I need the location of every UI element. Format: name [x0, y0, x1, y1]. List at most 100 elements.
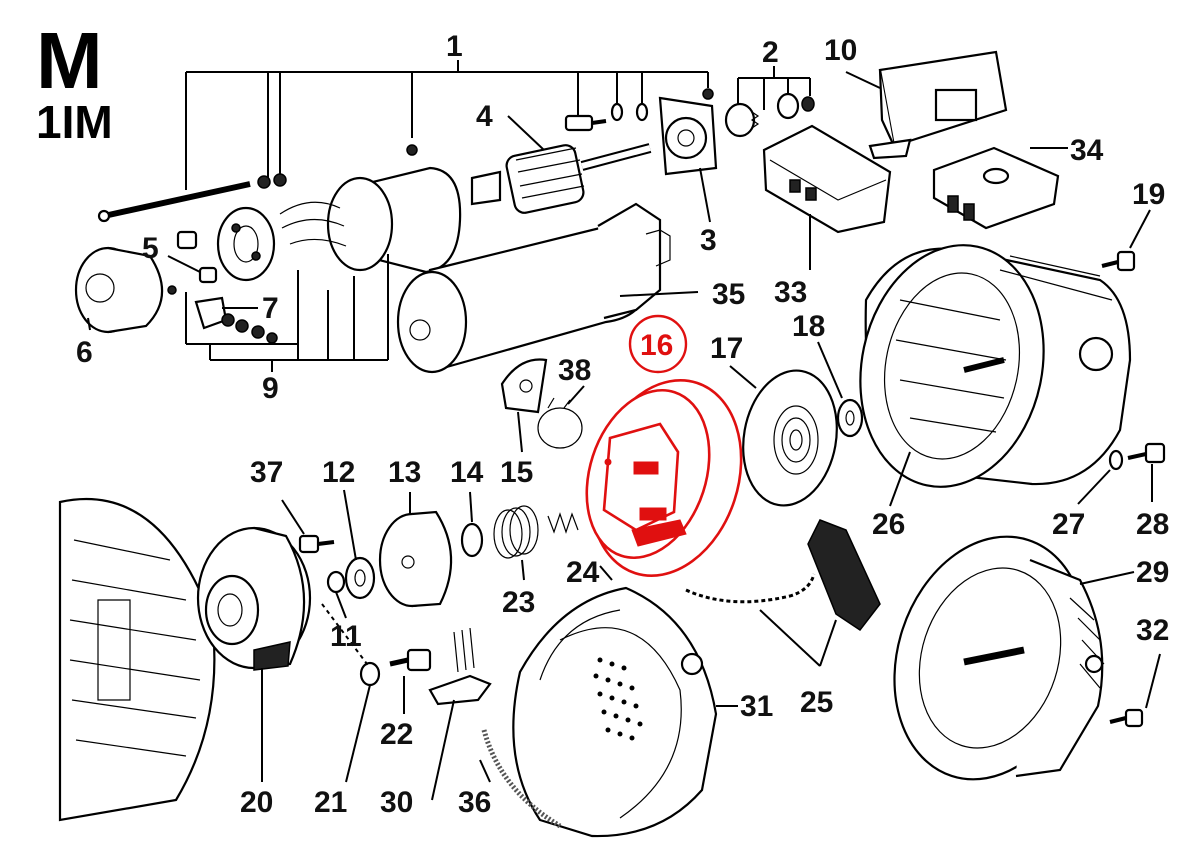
callout-6: 6 [76, 336, 93, 369]
end-cover [893, 535, 1105, 781]
pin-30 [428, 627, 492, 706]
leader-3 [699, 167, 711, 223]
callout-3: 3 [700, 224, 717, 257]
rectifier-cover [932, 146, 1060, 230]
fan-hub [196, 526, 312, 671]
leader-36 [479, 759, 491, 783]
callout-2: 2 [762, 36, 779, 69]
callout-5: 5 [142, 232, 159, 265]
leader-29 [1079, 571, 1135, 585]
leader-19 [1129, 209, 1151, 249]
callout-31: 31 [740, 690, 773, 723]
leader-9 [185, 254, 389, 372]
nut [273, 173, 287, 187]
washer-18 [836, 398, 864, 438]
callout-9: 9 [262, 372, 279, 405]
through-bolt [97, 181, 251, 223]
leader-10 [845, 71, 881, 89]
armature [470, 143, 652, 214]
leader-24 [599, 565, 613, 581]
callout-29: 29 [1136, 556, 1169, 589]
relay-box [762, 124, 892, 234]
starter-solenoid [279, 144, 462, 274]
screw-28 [1127, 442, 1166, 464]
callout-20: 20 [240, 786, 273, 819]
recoil-spring [742, 369, 838, 507]
spring-clip [537, 397, 583, 449]
callout-33: 33 [774, 276, 807, 309]
callout-15: 15 [500, 456, 533, 489]
washer-12 [344, 556, 376, 600]
nut [257, 175, 271, 189]
leader-37 [281, 499, 305, 535]
leader-18 [817, 341, 843, 399]
spring-23 [493, 505, 539, 559]
brush-set [167, 285, 278, 344]
callout-14: 14 [450, 456, 484, 489]
drive-cup [378, 510, 453, 608]
leader-30 [431, 699, 455, 801]
leader-26 [889, 451, 911, 507]
callout-16: 16 [640, 329, 673, 362]
flywheel-fins [58, 497, 216, 822]
callout-12: 12 [322, 456, 355, 489]
leader-32 [1145, 653, 1161, 709]
starter-cover [512, 586, 718, 838]
regulator [868, 50, 1008, 160]
dashed-link [321, 603, 371, 669]
leader-2 [737, 66, 811, 110]
starter-motor [396, 202, 671, 374]
callout-38: 38 [558, 354, 591, 387]
callout-18: 18 [792, 310, 825, 343]
callout-32: 32 [1136, 614, 1169, 647]
callout-30: 30 [380, 786, 413, 819]
callout-22: 22 [380, 718, 413, 751]
screw [564, 114, 607, 132]
leader-15 [517, 411, 523, 453]
callout-37: 37 [250, 456, 283, 489]
drive-end-plate [658, 96, 718, 176]
fan-housing [859, 244, 1132, 488]
brush-clip [167, 230, 218, 284]
callout-26: 26 [872, 508, 905, 541]
leader-38 [567, 385, 585, 405]
leader-21 [345, 684, 371, 783]
callout-28: 28 [1136, 508, 1169, 541]
end-cap [74, 246, 164, 334]
callout-7: 7 [262, 292, 279, 325]
leader-11 [335, 591, 347, 619]
callout-25: 25 [800, 686, 833, 719]
bolt-22 [389, 648, 432, 672]
callout-19: 19 [1132, 178, 1165, 211]
callout-4: 4 [476, 100, 493, 133]
leader-4 [507, 115, 545, 151]
title-model-letter: M [36, 16, 103, 105]
callout-23: 23 [502, 586, 535, 619]
mounting-bracket [500, 358, 548, 414]
screw-37 [298, 534, 335, 554]
callout-circle-16 [628, 314, 688, 374]
leader-25 [759, 609, 837, 667]
gasket-36 [481, 729, 562, 829]
callout-24: 24 [566, 556, 600, 589]
leader-17 [729, 365, 757, 389]
leader-14 [469, 491, 473, 523]
callout-17: 17 [710, 332, 743, 365]
washer-18-hole [845, 410, 855, 426]
callout-10: 10 [824, 34, 857, 67]
leader-1 [185, 60, 709, 190]
callout-21: 21 [314, 786, 347, 819]
leader-35 [619, 291, 699, 297]
nut [702, 88, 714, 100]
washer-12-hole [354, 569, 366, 587]
callout-27: 27 [1052, 508, 1085, 541]
screw-19 [1101, 250, 1136, 272]
washer-14 [460, 522, 484, 558]
callout-11: 11 [330, 620, 362, 653]
callout-35: 35 [712, 278, 745, 311]
screw-32 [1109, 708, 1144, 728]
washer [635, 102, 649, 122]
leader-6 [87, 317, 91, 331]
washer [610, 102, 624, 122]
